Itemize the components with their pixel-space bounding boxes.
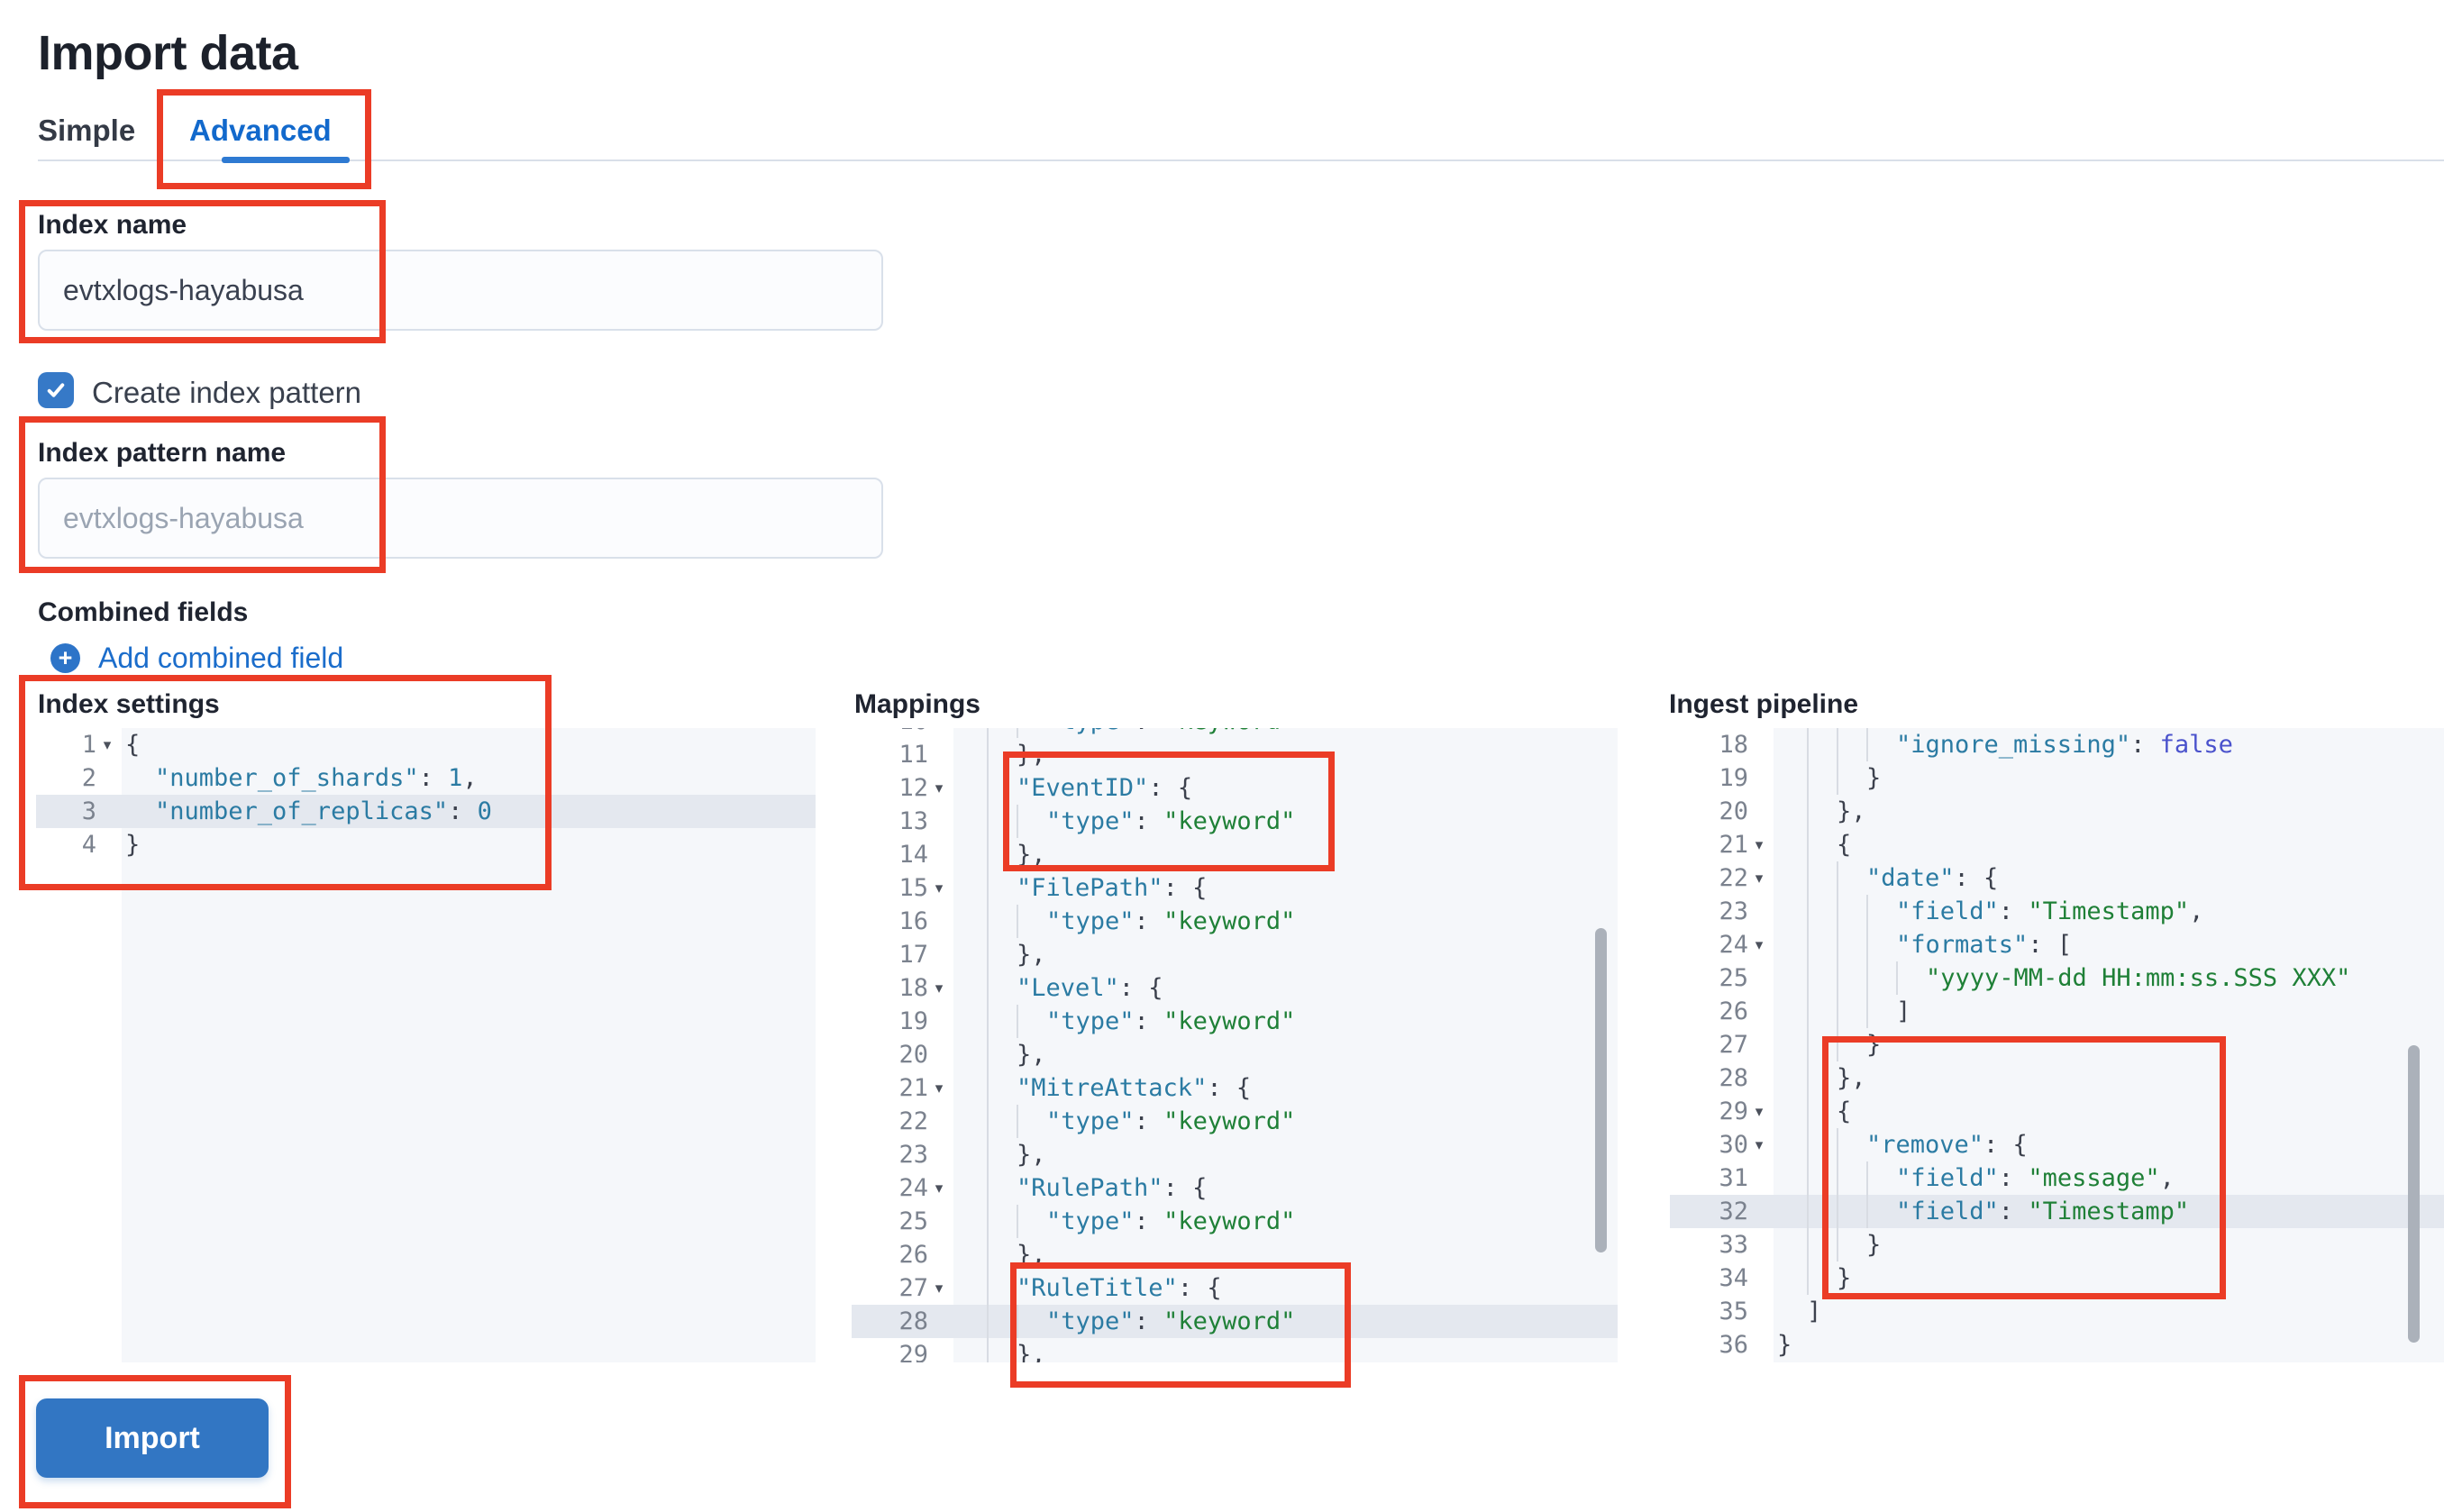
ingest-pipeline-gutter (1670, 728, 1774, 1362)
page-title: Import data (38, 26, 298, 80)
add-combined-field-button[interactable]: + Add combined field (50, 642, 343, 675)
code-line-19[interactable]: 19} (1670, 761, 2444, 795)
code-line-19[interactable]: 19"type": "keyword" (852, 1005, 1618, 1038)
index-name-label: Index name (38, 210, 187, 240)
code-line-13[interactable]: 13"type": "keyword" (852, 805, 1618, 838)
fold-arrow-icon[interactable]: ▾ (1755, 1102, 1764, 1120)
tab-simple[interactable]: Simple (38, 114, 136, 147)
create-index-pattern-label[interactable]: Create index pattern (92, 376, 362, 409)
code-line-24[interactable]: 24▾"RulePath": { (852, 1171, 1618, 1205)
ingest-pipeline-scrollbar-thumb[interactable] (2408, 1045, 2420, 1343)
code-line-27[interactable]: 27▾"RuleTitle": { (852, 1271, 1618, 1305)
index-settings-gutter (36, 728, 122, 1362)
active-tab-underline (222, 157, 350, 163)
code-line-20[interactable]: 20}, (1670, 795, 2444, 828)
code-line-32[interactable]: 32"field": "Timestamp" (1670, 1195, 2444, 1228)
mappings-content-area (953, 728, 1618, 1362)
code-line-21[interactable]: 21▾{ (1670, 828, 2444, 861)
mappings-gutter (852, 728, 953, 1362)
mappings-scrollbar-thumb[interactable] (1595, 928, 1607, 1252)
fold-arrow-icon[interactable]: ▾ (103, 735, 112, 753)
code-line-15[interactable]: 15▾"FilePath": { (852, 871, 1618, 905)
code-line-25[interactable]: 25"yyyy-MM-dd HH:mm:ss.SSS XXX" (1670, 961, 2444, 995)
code-line-2[interactable]: 2"number_of_shards": 1, (81, 764, 478, 792)
index-pattern-name-input[interactable] (38, 478, 883, 559)
code-line-30[interactable]: 30▾"remove": { (1670, 1128, 2444, 1161)
fold-arrow-icon[interactable]: ▾ (935, 879, 944, 897)
code-line-28[interactable]: 28}, (1670, 1061, 2444, 1095)
code-line-24[interactable]: 24▾"formats": [ (1670, 928, 2444, 961)
index-settings-content-area (122, 728, 816, 1362)
index-settings-code[interactable]: 1▾{ 2"number_of_shards": 1, 3"number_of_re… (36, 728, 816, 861)
code-line-26[interactable]: 26}, (852, 1238, 1618, 1271)
code-line-12[interactable]: 12▾"EventID": { (852, 771, 1618, 805)
code-line-25[interactable]: 25"type": "keyword" (852, 1205, 1618, 1238)
code-line-29[interactable]: 29}, (852, 1338, 1618, 1362)
checkmark-icon (44, 378, 68, 402)
code-line-34[interactable]: 34} (1670, 1262, 2444, 1295)
code-line-18[interactable]: 18"ignore_missing": false (1670, 728, 2444, 761)
code-line-22[interactable]: 22▾"date": { (1670, 861, 2444, 895)
tabs-divider (38, 159, 2444, 161)
fold-arrow-icon[interactable]: ▾ (1755, 935, 1764, 953)
code-line-26[interactable]: 26] (1670, 995, 2444, 1028)
ingest-pipeline-label: Ingest pipeline (1669, 689, 1859, 719)
code-line-10[interactable]: 10"type": "keyword" (852, 728, 1618, 738)
code-line-16[interactable]: 16"type": "keyword" (852, 905, 1618, 938)
index-name-input[interactable] (38, 250, 883, 331)
ingest-pipeline-content-area (1774, 728, 2444, 1362)
fold-arrow-icon[interactable]: ▾ (935, 979, 944, 997)
add-combined-field-label: Add combined field (98, 642, 344, 674)
mappings-label: Mappings (854, 689, 980, 719)
code-line-4[interactable]: 4} (81, 831, 141, 859)
import-button[interactable]: Import (36, 1398, 269, 1478)
code-line-23[interactable]: 23"field": "Timestamp", (1670, 895, 2444, 928)
code-line-20[interactable]: 20}, (852, 1038, 1618, 1071)
code-line-22[interactable]: 22"type": "keyword" (852, 1105, 1618, 1138)
create-index-pattern-checkbox[interactable] (38, 372, 74, 408)
code-line-33[interactable]: 33} (1670, 1228, 2444, 1262)
code-line-31[interactable]: 31"field": "message", (1670, 1161, 2444, 1195)
code-line-21[interactable]: 21▾"MitreAttack": { (852, 1071, 1618, 1105)
code-line-17[interactable]: 17}, (852, 938, 1618, 971)
index-settings-label: Index settings (38, 689, 220, 719)
plus-icon: + (50, 643, 80, 673)
fold-arrow-icon[interactable]: ▾ (1755, 869, 1764, 887)
fold-arrow-icon[interactable]: ▾ (1755, 1135, 1764, 1153)
fold-arrow-icon[interactable]: ▾ (935, 1279, 944, 1297)
code-line-36[interactable]: 36} (1719, 1331, 1792, 1359)
code-line-11[interactable]: 11}, (852, 738, 1618, 771)
code-line-18[interactable]: 18▾"Level": { (852, 971, 1618, 1005)
fold-arrow-icon[interactable]: ▾ (935, 1179, 944, 1197)
code-line-1[interactable]: 1▾{ (81, 731, 141, 759)
code-line-23[interactable]: 23}, (852, 1138, 1618, 1171)
tab-advanced[interactable]: Advanced (189, 114, 332, 147)
code-line-27[interactable]: 27} (1670, 1028, 2444, 1061)
fold-arrow-icon[interactable]: ▾ (935, 779, 944, 797)
index-settings-editor[interactable]: 1▾{ 2"number_of_shards": 1, 3"number_of_re… (36, 728, 816, 1362)
fold-arrow-icon[interactable]: ▾ (1755, 835, 1764, 853)
code-line-3[interactable]: 3"number_of_replicas": 0 (36, 795, 816, 828)
code-line-28[interactable]: 28"type": "keyword" (852, 1305, 1618, 1338)
code-line-35[interactable]: 35] (1719, 1298, 1822, 1325)
code-line-29[interactable]: 29▾{ (1670, 1095, 2444, 1128)
combined-fields-label: Combined fields (38, 597, 249, 627)
mappings-code[interactable]: 10"type": "keyword"11},12▾"EventID": {13… (852, 728, 1618, 1362)
mappings-editor[interactable]: 10"type": "keyword"11},12▾"EventID": {13… (852, 728, 1618, 1362)
code-line-14[interactable]: 14}, (852, 838, 1618, 871)
index-pattern-name-label: Index pattern name (38, 438, 287, 468)
fold-arrow-icon[interactable]: ▾ (935, 1079, 944, 1097)
